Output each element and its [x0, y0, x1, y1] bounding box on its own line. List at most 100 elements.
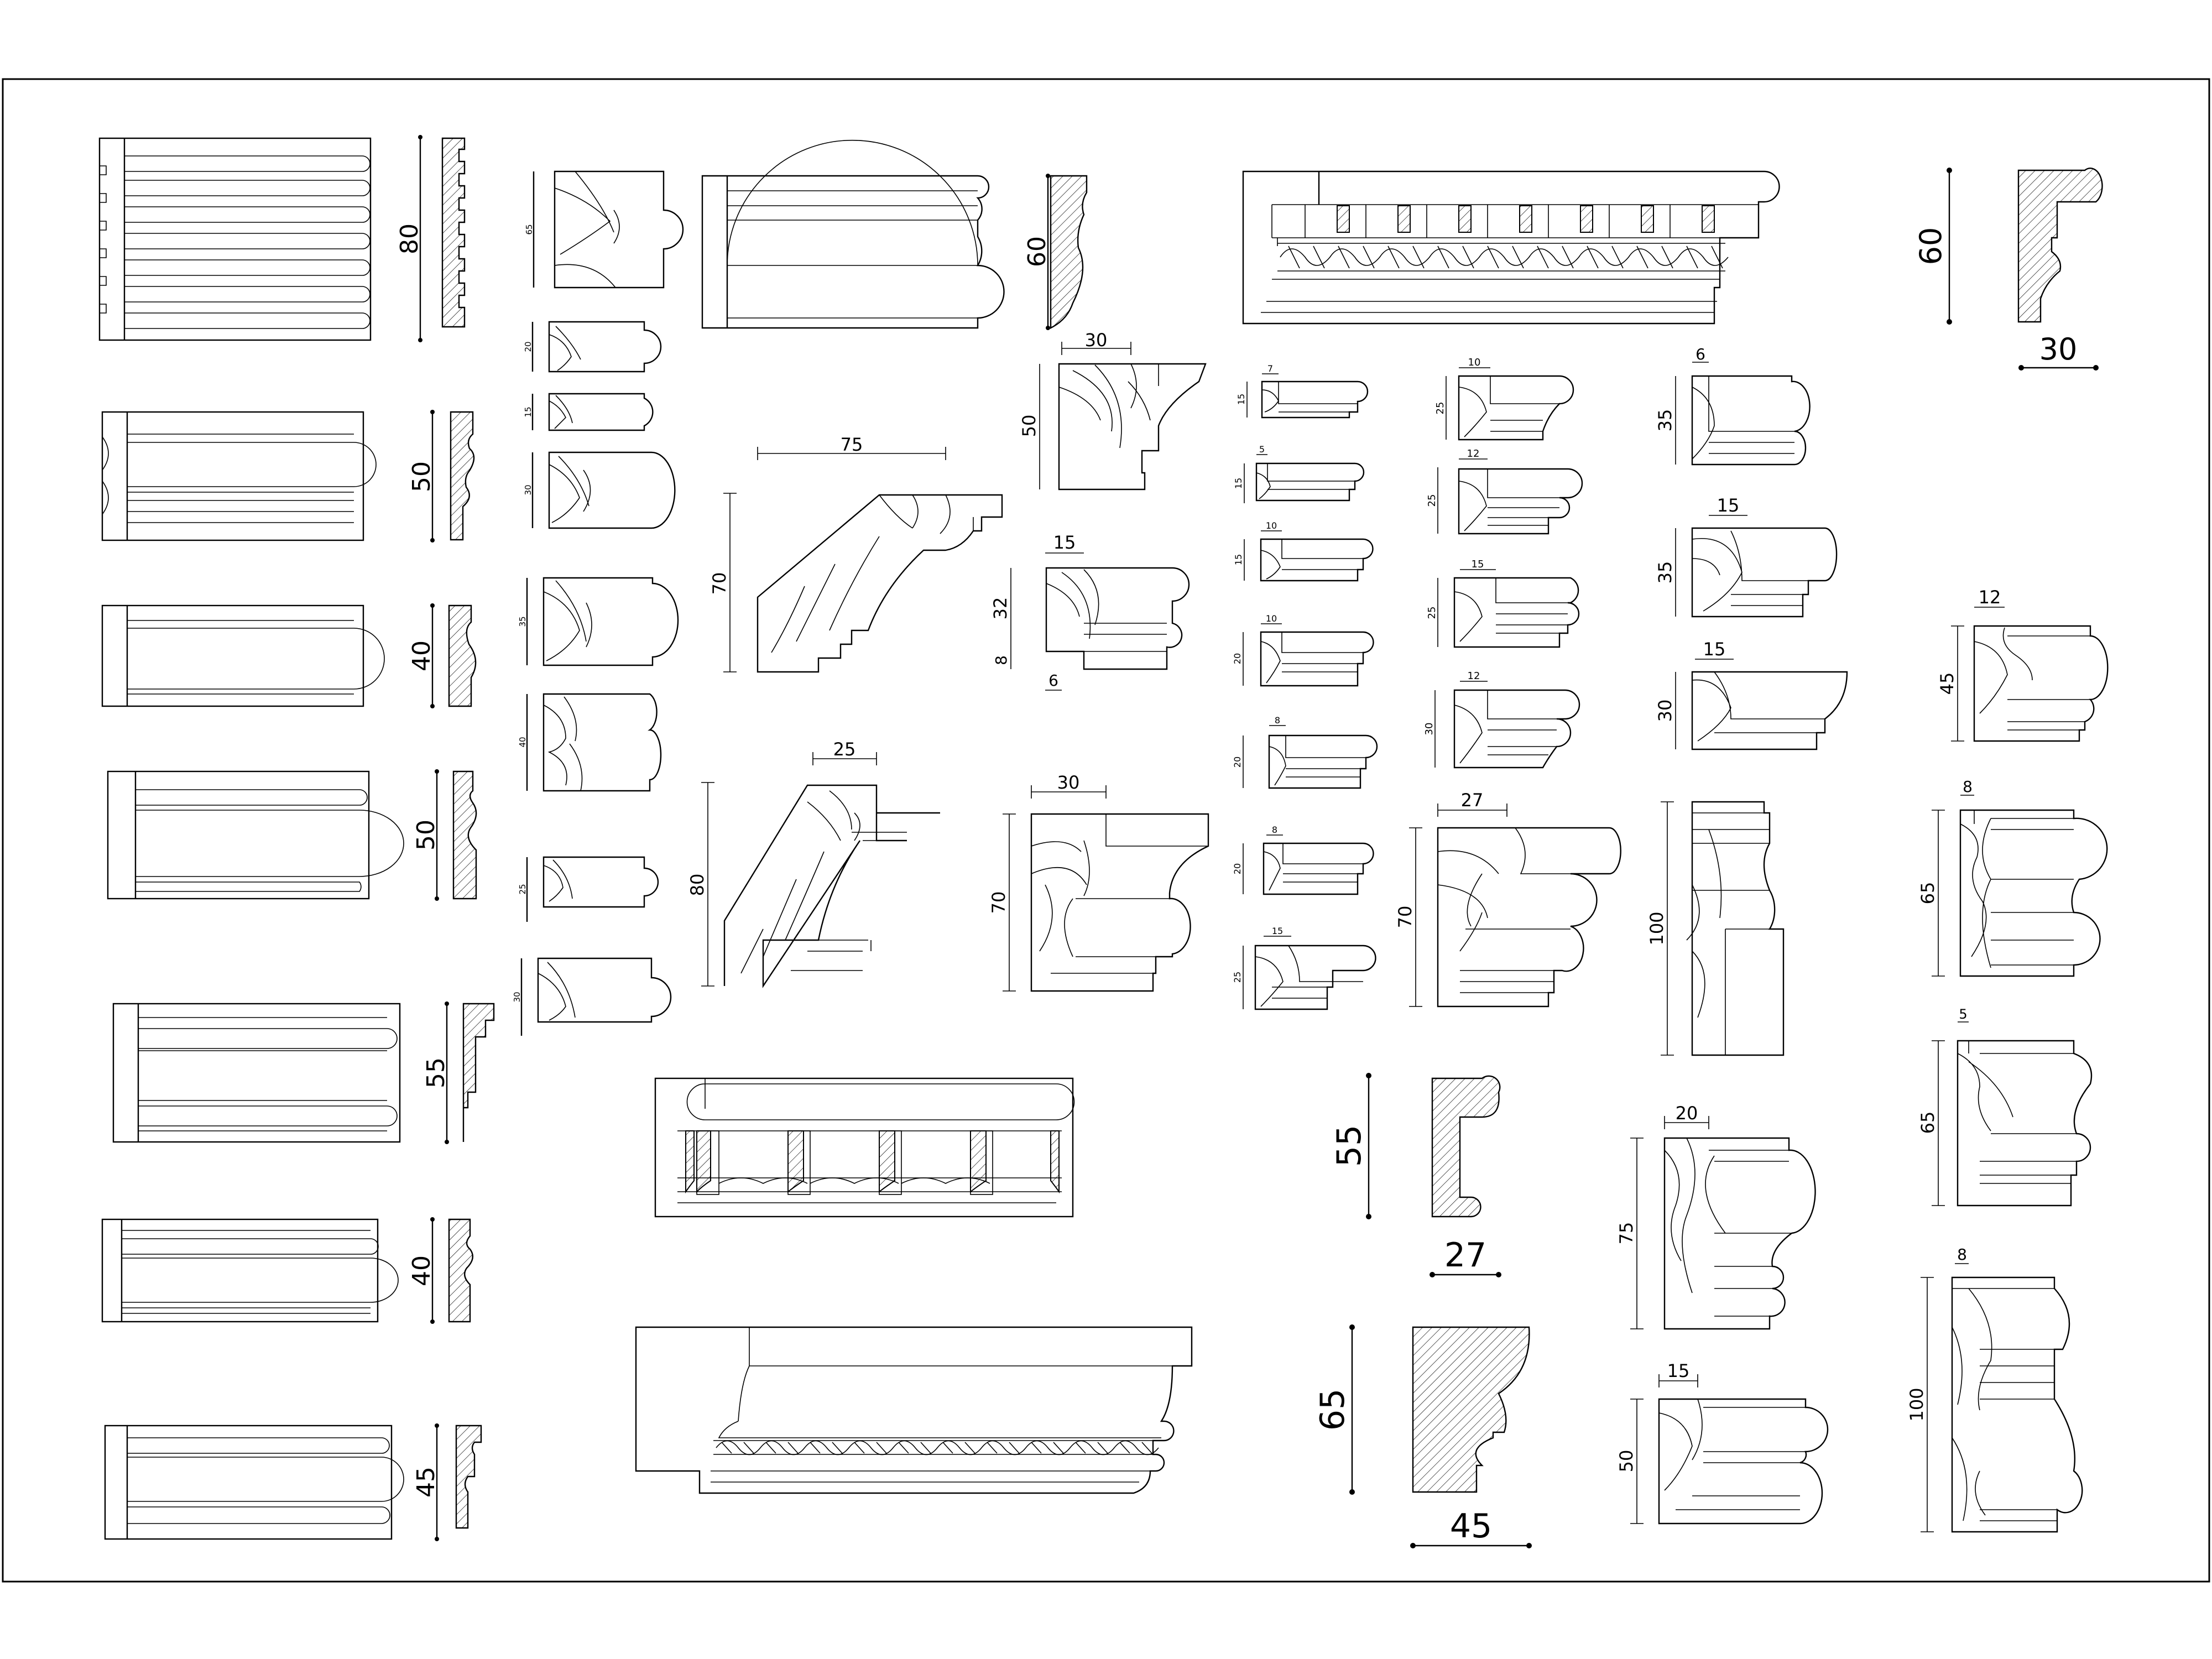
- col-a-1-height: 15: [1233, 478, 1244, 489]
- col-d-0: 12 45: [1937, 587, 2109, 742]
- col-a-2: 10 15: [1233, 520, 1374, 582]
- moulding-60-label: 60: [1023, 236, 1051, 267]
- panel-30x50-height: 50: [1019, 415, 1040, 437]
- strip-45: 45: [104, 1423, 482, 1541]
- col-b-0: 10 25: [1434, 357, 1574, 441]
- strip-40-label: 40: [408, 640, 436, 671]
- col-a-1: 5 15: [1233, 444, 1365, 503]
- col-a-0: 7 15: [1236, 363, 1369, 419]
- col-d-0-height: 45: [1937, 672, 1958, 695]
- col-d-0-width: 12: [1979, 587, 2001, 608]
- col-d-2-height: 65: [1917, 1112, 1938, 1134]
- small-profile-65-label: 65: [524, 224, 534, 234]
- col-a-0-width: 7: [1267, 363, 1273, 374]
- col-b-1: 12 25: [1426, 448, 1583, 535]
- panel-30x70: 30 70: [988, 772, 1209, 992]
- panel-15-32: 15 32 8 6: [990, 532, 1190, 691]
- col-b-2: 15 25: [1426, 559, 1580, 648]
- big-27x70-width: 27: [1461, 790, 1484, 811]
- col-a-3: 10 20: [1232, 613, 1374, 687]
- crown-75x70: 75 70: [709, 434, 1003, 673]
- col-a-5-height: 20: [1232, 863, 1243, 874]
- section-55-height: 55: [1330, 1125, 1369, 1167]
- col-d-3-width: 8: [1957, 1245, 1967, 1264]
- col-c-3: 100: [1646, 801, 1785, 1056]
- entablature-dentil: [1242, 170, 1780, 325]
- col-d-1-width: 8: [1963, 778, 1973, 796]
- col-b-3-height: 30: [1423, 723, 1435, 735]
- small-profile-30: 30: [523, 451, 676, 529]
- panel-30x50: 30 50: [1019, 330, 1207, 491]
- small-profile-35-label: 35: [518, 616, 528, 627]
- col-c-0-width: 6: [1695, 345, 1705, 363]
- bottom-c-1: 15 50: [1616, 1360, 1829, 1525]
- col-b-0-height: 25: [1434, 402, 1446, 415]
- strip-40b: 40: [101, 1217, 473, 1324]
- col-d: 12 45 8 65 5 65 8: [1906, 587, 2109, 1533]
- col-c: 6 35 15 35 15 30 100: [1646, 345, 1848, 1056]
- small-profile-25: 25: [518, 856, 659, 922]
- strip-80-label: 80: [395, 223, 424, 254]
- section-65x45: 65 45: [1313, 1324, 1532, 1548]
- panel-30x50-width: 30: [1085, 330, 1108, 351]
- bottom-c-0-height: 75: [1616, 1222, 1637, 1245]
- panel-30x70-height: 70: [988, 891, 1009, 914]
- panel-30x70-width: 30: [1057, 772, 1080, 793]
- section-65-width: 45: [1450, 1507, 1492, 1546]
- small-profile-40: 40: [518, 693, 662, 792]
- bottom-c-1-height: 50: [1616, 1450, 1637, 1473]
- strip-80: 80: [98, 135, 466, 342]
- small-profile-15-label: 15: [523, 406, 533, 417]
- bottom-c-0: 20 75: [1616, 1103, 1816, 1330]
- small-profile-15: 15: [523, 393, 654, 431]
- col-a-4-width: 8: [1275, 715, 1280, 726]
- col-a-2-width: 10: [1266, 520, 1277, 531]
- strip-50-label: 50: [408, 461, 436, 492]
- section-55-width: 27: [1444, 1236, 1486, 1275]
- sheet-border: [2, 78, 2210, 1583]
- cornice-width: 30: [2039, 332, 2078, 367]
- strip-55-label: 55: [422, 1057, 450, 1088]
- bottom-c-1-width: 15: [1667, 1360, 1690, 1381]
- dentil-moulding: [654, 1077, 1075, 1218]
- col-b-1-width: 12: [1467, 448, 1480, 460]
- col-a-5-width: 8: [1272, 825, 1277, 835]
- small-profile-30b: 30: [512, 957, 672, 1036]
- col-d-2-width: 5: [1959, 1006, 1967, 1022]
- strip-40: 40: [101, 603, 477, 708]
- col-a: 7 15 5 15 10 15 10 20: [1232, 363, 1378, 1010]
- col-a-0-height: 15: [1236, 394, 1246, 405]
- strip-50b: 50: [107, 769, 477, 901]
- col-c-2-height: 30: [1655, 700, 1676, 722]
- small-profile-35: 35: [518, 577, 679, 666]
- col-d-3: 8 100: [1906, 1245, 2083, 1533]
- col-b-2-height: 25: [1426, 607, 1438, 619]
- panel-15-bottom: 6: [1048, 671, 1058, 690]
- strip-45-label: 45: [412, 1467, 440, 1498]
- col-b-2-width: 15: [1472, 559, 1484, 570]
- col-d-1: 8 65: [1917, 778, 2108, 977]
- big-27x70: 27 70: [1395, 790, 1621, 1008]
- section-65-height: 65: [1313, 1389, 1352, 1431]
- col-a-1-width: 5: [1259, 444, 1265, 455]
- col-c-2: 15 30: [1655, 639, 1848, 750]
- small-profile-20: 20: [523, 321, 662, 373]
- col-a-4: 8 20: [1232, 715, 1378, 789]
- moulding-60: 60: [701, 139, 1088, 330]
- crown-75x70-height: 70: [709, 572, 730, 595]
- strip-40b-label: 40: [408, 1255, 436, 1286]
- small-profile-20-label: 20: [523, 341, 533, 352]
- strip-50: 50: [101, 410, 475, 542]
- strip-50b-label: 50: [412, 820, 440, 851]
- cornice-60x30: 60 30: [1913, 168, 2103, 371]
- big-27x70-height: 70: [1395, 906, 1416, 928]
- col-c-2-width: 15: [1703, 639, 1726, 660]
- panel-15-top: 15: [1053, 532, 1076, 553]
- crown-25x80-height: 80: [687, 874, 708, 896]
- col-c-3-height: 100: [1646, 911, 1667, 945]
- col-a-6-height: 25: [1232, 972, 1243, 983]
- col-a-3-height: 20: [1232, 653, 1243, 664]
- col-a-6-width: 15: [1272, 926, 1283, 936]
- bottom-c-0-width: 20: [1676, 1103, 1698, 1124]
- col-a-6: 15 25: [1232, 926, 1376, 1010]
